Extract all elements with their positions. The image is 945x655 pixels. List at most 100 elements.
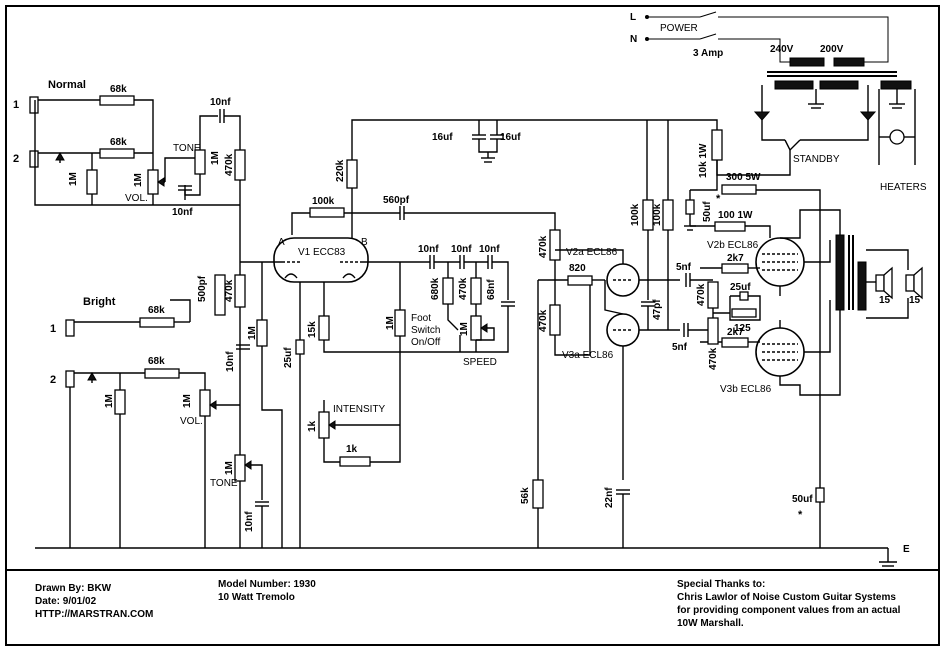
bright-r-1M-shunt-label: 1M (104, 394, 115, 408)
bright-jack-1-socket (65, 319, 75, 337)
pilot-lamp-icon (889, 129, 905, 145)
secondary-winding-a (774, 80, 814, 90)
osc-68nf-label: 68nf (486, 279, 497, 300)
v1-b-label: B (361, 237, 368, 248)
speed-pot (470, 315, 482, 341)
speaker-2-icon (905, 274, 915, 292)
cap-25uf-label: 25uf (283, 347, 294, 368)
pa-cap-25uf (739, 291, 749, 301)
bright-vol-pot-label: 1M (182, 394, 193, 408)
normal-r-68k-mid-label: 68k (110, 137, 127, 148)
thanks-line-2: for providing component values from an a… (677, 605, 901, 616)
pi-r-56k (532, 479, 544, 509)
pa-cap-5nf-a-label: 5nf (676, 262, 692, 273)
r-100k-feedback (309, 207, 345, 218)
rect-left (761, 85, 785, 141)
pi-r-820-label: 820 (569, 263, 586, 274)
r-15k (318, 315, 330, 341)
r-100-1w (714, 221, 746, 232)
intensity-pot-label: 1k (307, 420, 318, 432)
cap-500pf-label: 500pf (197, 275, 208, 302)
primary-winding-a (789, 57, 825, 67)
pa-cap-25uf-label: 25uf (730, 282, 751, 293)
pa-cap-5nf-b-label: 5nf (672, 342, 688, 353)
intensity-pot (318, 411, 330, 439)
heater-winding (880, 80, 912, 90)
bright-jack-2: 2 (50, 374, 56, 386)
r-100k-feedback-label: 100k (312, 196, 335, 207)
bright-title: Bright (83, 296, 116, 308)
speed-label: SPEED (463, 357, 497, 368)
pa-r-2k7-b-label: 2k7 (727, 327, 744, 338)
pa-r-470k-a-label: 470k (696, 283, 707, 306)
normal-r-470k (234, 149, 246, 181)
bright-r-1M-shunt (114, 389, 126, 415)
cap-50uf-bot (815, 487, 825, 503)
normal-r-1M-shunt (86, 169, 98, 195)
r-1M-b (394, 309, 406, 337)
power-switch-label: POWER (660, 23, 698, 34)
cap-50uf-top (685, 199, 695, 215)
pa-r-470k-b (707, 317, 719, 345)
pi-r-100k-b-label: 100k (652, 203, 663, 226)
power-switch (699, 11, 717, 18)
output-transformer-primary (835, 234, 845, 311)
tap-200-label: 200V (820, 44, 844, 55)
speaker-1-label: 15 (879, 295, 891, 306)
r-10k-1w-label: 10k 1W (698, 143, 709, 178)
r-300-5w-label: 300 5W (726, 172, 761, 183)
foot-switch-line-2: Switch (411, 325, 440, 336)
normal-vol-label: VOL. (125, 193, 148, 204)
heaters-label: HEATERS (880, 182, 927, 193)
thanks-line-1: Chris Lawlor of Noise Custom Guitar Syst… (677, 592, 896, 603)
foot-switch-contact (447, 304, 459, 331)
r-220k-label: 220k (335, 159, 346, 182)
ground-label: E (903, 544, 910, 555)
pa-r-2k7-a (721, 263, 749, 274)
pi-r-820 (567, 275, 593, 286)
drawn-date: Date: 9/01/02 (35, 596, 97, 607)
bright-r-68k-top (139, 317, 175, 328)
speaker-1-icon (875, 274, 885, 292)
outer-border (5, 5, 940, 646)
r-100-1w-label: 100 1W (718, 210, 753, 221)
v3b-label: V3b ECL86 (720, 384, 772, 395)
osc-cap-1-label: 10nf (418, 244, 439, 255)
normal-r-470k-label: 470k (224, 153, 235, 176)
osc-cap-2-label: 10nf (451, 244, 472, 255)
osc-r-470k-label: 470k (458, 277, 469, 300)
bright-tone-pot-label: 1M (224, 461, 235, 475)
primary-winding-b (833, 57, 865, 67)
model-number: Model Number: 1930 (218, 579, 316, 590)
bright-r-68k-top-label: 68k (148, 305, 165, 316)
rect-right (800, 85, 869, 141)
r-300-5w (721, 184, 757, 195)
normal-jack-1: 1 (13, 99, 19, 111)
rectifier-diode-left (753, 111, 771, 121)
osc-r-470k (470, 277, 482, 305)
standby-switch (784, 139, 801, 152)
bright-tone-cap-label: 10nf (244, 511, 255, 532)
r-220k (346, 159, 358, 189)
bright-r-68k-mid (144, 368, 180, 379)
output-transformer-secondary (857, 261, 867, 311)
speaker-2-label: 15 (909, 295, 921, 306)
normal-tone-cap-label: 10nf (172, 207, 193, 218)
tap-240-label: 240V (770, 44, 794, 55)
normal-jack-2-socket (29, 150, 39, 168)
r-470k-a-label: 470k (224, 279, 235, 302)
foot-switch-line-1: Foot (411, 313, 431, 324)
neutral-label: N (630, 34, 637, 45)
standby-label: STANDBY (793, 154, 840, 165)
pi-cap-22nf-label: 22nf (604, 487, 615, 508)
cap-16uf-b-label: 16uf (500, 132, 521, 143)
normal-r-68k-mid (99, 148, 135, 159)
thanks-title: Special Thanks to: (677, 579, 765, 590)
normal-coupling-cap-label: 10nf (210, 97, 231, 108)
cap-50uf-top-label: 50uf (702, 201, 713, 222)
site-url: HTTP://MARSTRAN.COM (35, 609, 153, 620)
power-switch-2 (699, 33, 717, 40)
pa-r-125-label: 125 (734, 323, 751, 334)
